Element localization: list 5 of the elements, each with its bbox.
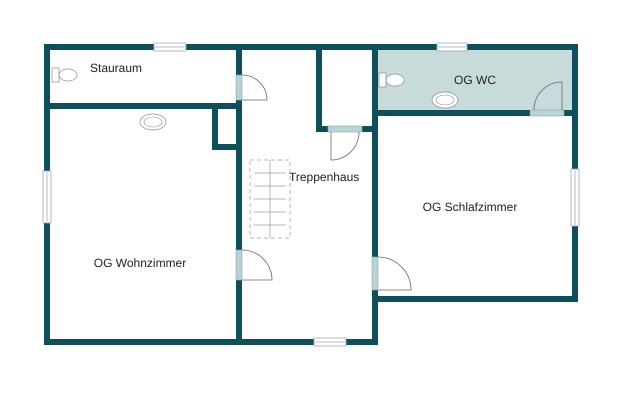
room-label: OG Wohnzimmer bbox=[94, 256, 186, 270]
room-label: Stauraum bbox=[90, 61, 142, 75]
room-label: Treppenhaus bbox=[289, 170, 360, 184]
room-label: OG Schlafzimmer bbox=[422, 200, 518, 214]
room-label: OG WC bbox=[454, 73, 496, 87]
